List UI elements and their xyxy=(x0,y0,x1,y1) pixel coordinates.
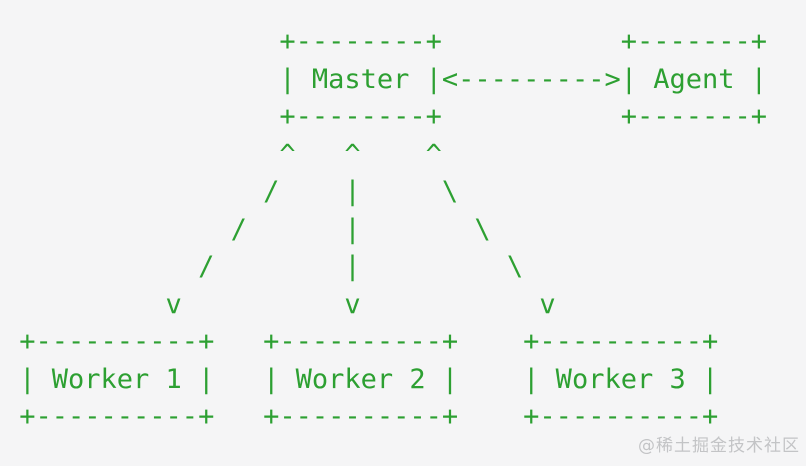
ascii-architecture-diagram: +--------+ +-------+ | Master |<--------… xyxy=(19,26,768,432)
watermark: @稀土掘金技术社区 xyxy=(638,436,800,456)
